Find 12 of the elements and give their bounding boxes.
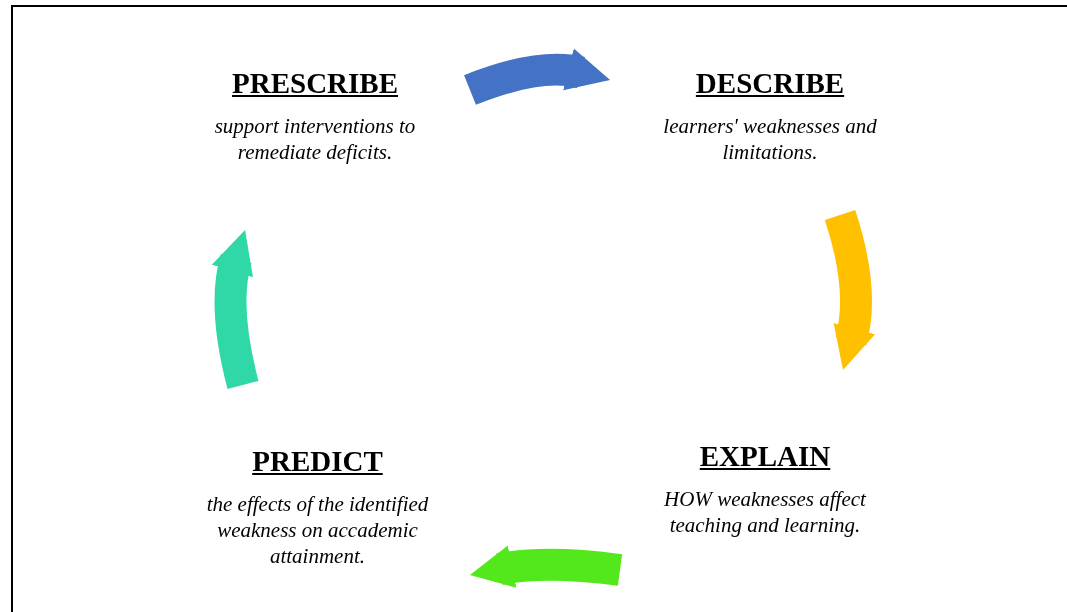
step-description: HOW weaknesses affect teaching and learning. (663, 486, 868, 539)
step-heading: EXPLAIN (699, 439, 831, 474)
step-description: the effects of the identified weakness on accademic attainment. (205, 491, 430, 570)
curved-block-arrow (464, 48, 611, 105)
curved-block-arrow (469, 545, 622, 589)
step-description: support interventions to remediate deficits. (213, 113, 417, 166)
step-heading: DESCRIBE (695, 66, 845, 101)
step-description: learners' weaknesses and limitations. (662, 113, 878, 166)
step-heading: PREDICT (252, 444, 383, 479)
step-heading: PRESCRIBE (232, 66, 398, 101)
curved-block-arrow (212, 229, 259, 389)
curved-block-arrow (824, 210, 875, 371)
